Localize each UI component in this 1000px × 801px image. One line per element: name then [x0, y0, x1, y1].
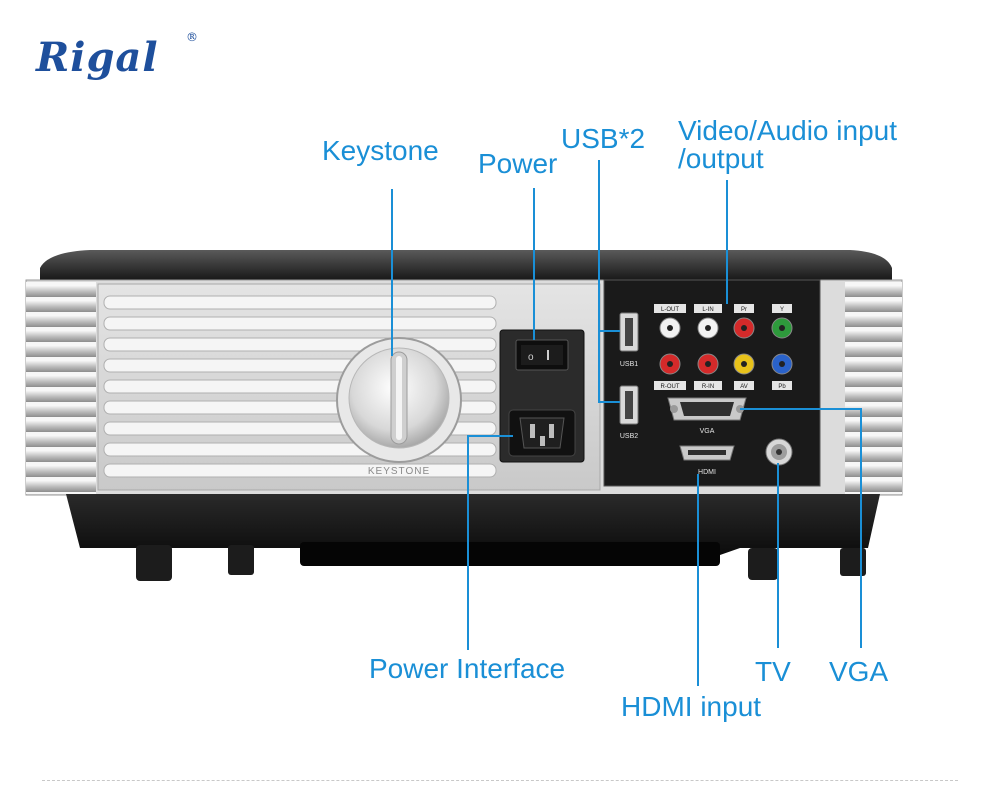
usb1-label: USB1: [620, 361, 638, 368]
usb-callout: USB*2: [561, 123, 646, 154]
brand-logo: Rigal ®: [36, 30, 198, 81]
av-leader: [726, 180, 728, 304]
video-audio-callout-line1: Video/Audio input: [678, 115, 897, 146]
hdmi-input-callout: HDMI input: [621, 691, 762, 722]
pr-label: Pr: [741, 307, 747, 313]
r-out-label: R-OUT: [661, 384, 680, 390]
projector-feet: [136, 545, 866, 581]
pb-label: Pb: [778, 384, 786, 390]
power-leader: [533, 188, 535, 340]
r-in-label: R-IN: [702, 384, 714, 390]
vga-port-label: VGA: [700, 428, 715, 435]
power-interface-callout: Power Interface: [369, 653, 566, 684]
bottom-divider: [42, 780, 958, 781]
keystone-callout: Keystone: [322, 135, 439, 166]
vga-leader-horizontal: [740, 408, 862, 410]
usb1-leader-horizontal: [598, 330, 620, 332]
right-cooling-fins: [845, 282, 902, 494]
hdmi-leader: [697, 474, 699, 686]
l-out-label: L-OUT: [661, 307, 679, 313]
tv-coax-port: [765, 438, 793, 466]
tv-callout: TV: [755, 656, 791, 687]
hdmi-port-label: HDMI: [698, 469, 716, 476]
projector-top-shell: [40, 250, 892, 282]
hdmi-port: [679, 445, 735, 461]
registered-mark: ®: [186, 30, 199, 44]
keystone-knob-label: KEYSTONE: [368, 466, 430, 477]
rca-jacks-row2: [659, 353, 793, 375]
rca-jacks-row1: [659, 317, 793, 339]
vga-port: [667, 397, 747, 421]
usb2-leader-horizontal: [598, 401, 620, 403]
y-label: Y: [780, 307, 784, 313]
tv-leader: [777, 463, 779, 648]
projector-base: [66, 494, 880, 555]
left-cooling-fins: [26, 282, 96, 494]
keystone-leader: [391, 189, 393, 356]
power-interface-leader-vertical: [467, 436, 469, 650]
l-in-label: L-IN: [702, 307, 713, 313]
vga-callout: VGA: [829, 656, 889, 687]
power-callout: Power: [478, 148, 558, 179]
power-interface-leader-horizontal: [467, 435, 513, 437]
av-label: AV: [740, 384, 748, 390]
svg-text:o: o: [528, 352, 534, 363]
keystone-knob: [336, 337, 462, 463]
video-audio-callout-line2: /output: [678, 143, 764, 174]
vga-leader-vertical: [860, 408, 862, 648]
brand-name: Rigal: [36, 34, 159, 81]
usb2-label: USB2: [620, 433, 638, 440]
usb-leader-vertical: [598, 160, 600, 403]
